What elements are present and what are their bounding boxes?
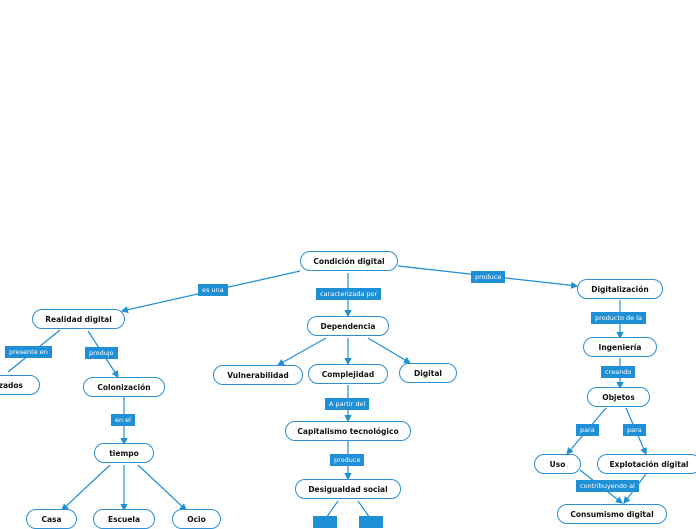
node-casa[interactable]: Casa xyxy=(26,509,77,529)
node-desigualdad-social[interactable]: Desigualdad social xyxy=(295,479,401,499)
link-cutoff-right xyxy=(359,516,383,528)
link-produce-mid: produce xyxy=(330,454,365,466)
link-creando: creando xyxy=(601,366,636,378)
link-producto-de-la: producto de la xyxy=(591,312,647,324)
node-explotacion-digital[interactable]: Explotación digital xyxy=(597,454,696,474)
edge-desigualdad-down-left xyxy=(325,500,339,519)
link-contribuyendo-al: contribuyendo al xyxy=(576,480,639,492)
node-colonizacion[interactable]: Colonización xyxy=(83,377,165,397)
node-digitalizacion[interactable]: Digitalización xyxy=(577,279,663,299)
node-escuela[interactable]: Escuela xyxy=(93,509,155,529)
node-capitalismo-tecnologico[interactable]: Capitalismo tecnológico xyxy=(285,421,411,441)
edge-desigualdad-down-right xyxy=(357,500,371,519)
link-produjo: produjo xyxy=(85,347,118,359)
edge-tiempo-casa xyxy=(61,464,111,511)
node-dependencia[interactable]: Dependencia xyxy=(307,316,389,336)
node-zados[interactable]: zados xyxy=(0,375,40,395)
node-tiempo[interactable]: tiempo xyxy=(94,443,154,463)
node-realidad-digital[interactable]: Realidad digital xyxy=(32,309,125,329)
link-para-left: para xyxy=(576,424,599,436)
link-caracterizada-por: caracterizada por xyxy=(316,288,382,300)
node-condicion-digital[interactable]: Condición digital xyxy=(300,251,398,271)
node-digital[interactable]: Digital xyxy=(399,363,457,383)
node-consumismo-digital[interactable]: Consumismo digital xyxy=(557,504,667,524)
node-uso[interactable]: Uso xyxy=(534,454,581,474)
link-presente-en: presente en xyxy=(5,346,52,358)
node-ingenieria[interactable]: Ingeniería xyxy=(583,337,657,357)
node-objetos[interactable]: Objetos xyxy=(587,387,650,407)
link-para-right: para xyxy=(623,424,646,436)
node-complejidad[interactable]: Complejidad xyxy=(308,364,388,384)
edge-tiempo-ocio xyxy=(137,464,187,511)
node-ocio[interactable]: Ocio xyxy=(172,509,221,529)
link-a-partir-del: A partir del xyxy=(325,398,370,410)
edge-dependencia-digital xyxy=(367,337,412,364)
edge-dependencia-vulnerabilidad xyxy=(276,337,327,366)
link-produce-top: produce xyxy=(471,271,506,283)
link-es-una: es una xyxy=(198,284,228,296)
link-cutoff-left xyxy=(313,516,337,528)
node-vulnerabilidad[interactable]: Vulnerabilidad xyxy=(213,365,303,385)
link-en-el: en el xyxy=(111,414,135,426)
